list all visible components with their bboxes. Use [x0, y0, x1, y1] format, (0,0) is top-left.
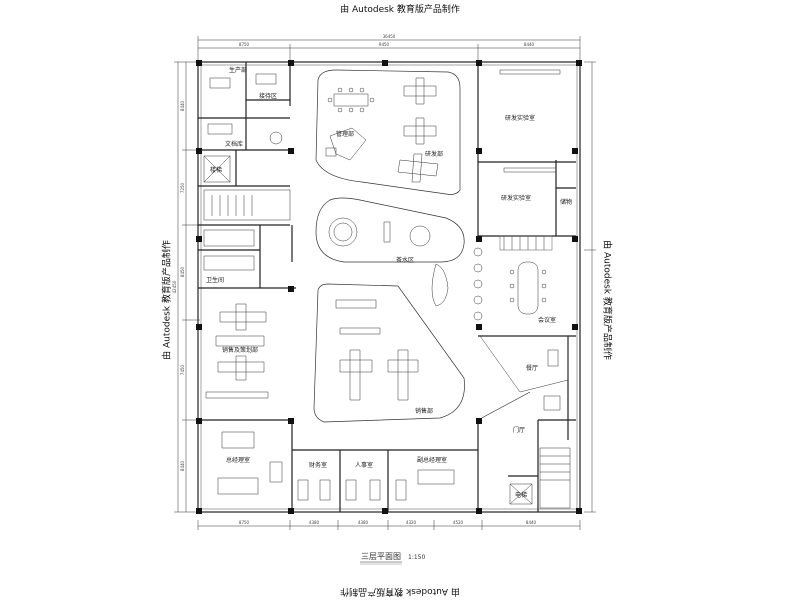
watermark-top: 由 Autodesk 教育版产品制作	[340, 5, 460, 15]
structural-columns	[196, 60, 582, 514]
label-stairs: 楼梯	[210, 166, 222, 174]
dim-left-3: 8450	[180, 266, 185, 277]
zone-outlines	[313, 69, 569, 423]
label-storage: 储物	[560, 198, 572, 206]
label-lobby: 门厅	[513, 426, 525, 434]
dim-bottom-1: 8750	[239, 520, 250, 525]
dim-bottom-5: 4520	[453, 520, 464, 525]
label-lab1: 研发实验室	[505, 114, 535, 122]
label-restroom: 卫生间	[206, 276, 224, 284]
label-deputy-gm: 副总经理室	[417, 456, 447, 464]
dimension-texts: 36450 8750 9450 8440 8750 4380 4380 4320…	[172, 34, 537, 525]
dim-top-2: 9450	[379, 42, 390, 47]
label-lab2: 研发实验室	[501, 194, 531, 202]
label-rnd: 研发部	[425, 150, 443, 158]
dimension-lines	[174, 36, 596, 530]
label-archive: 文档库	[225, 140, 243, 148]
walls	[197, 61, 581, 513]
dim-bottom-6: 8440	[526, 520, 537, 525]
room-labels: 生产部 接待区 文档库 楼梯 卫生间 管理部 研发部 研发实验室 研发实验室 储…	[206, 66, 572, 499]
label-reception: 接待区	[259, 92, 277, 100]
dim-bottom-4: 4320	[406, 520, 417, 525]
dim-left-1: 8440	[180, 100, 185, 111]
dim-bottom-2: 4380	[309, 520, 320, 525]
dim-top-total: 36450	[383, 34, 396, 39]
dim-bottom-3: 4380	[358, 520, 369, 525]
label-hr: 人事室	[355, 461, 373, 469]
label-sales: 销售部	[415, 407, 433, 415]
label-meeting: 会议室	[538, 316, 556, 324]
dim-left-2: 7250	[180, 182, 185, 193]
dim-top-3: 8440	[524, 42, 535, 47]
plan-scale: 1:150	[408, 554, 425, 561]
label-finance: 财务室	[309, 461, 327, 469]
label-sales-planning: 销售及策划部	[222, 346, 258, 354]
dim-left-5: 8440	[180, 460, 185, 471]
dim-left-4: 7450	[180, 364, 185, 375]
plan-title-block: 三层平面图 1:150	[360, 552, 425, 565]
label-management: 管理部	[336, 130, 354, 138]
dim-top-1: 8750	[239, 42, 250, 47]
furniture	[203, 69, 571, 509]
label-restaurant: 餐厅	[526, 364, 538, 372]
dim-left-total: 42450	[172, 280, 177, 293]
label-gm: 总经理室	[226, 456, 250, 464]
label-tea: 茶水区	[396, 256, 414, 264]
label-elevator: 电梯	[515, 491, 527, 499]
label-production: 生产部	[229, 66, 247, 74]
plan-title: 三层平面图	[361, 552, 401, 561]
